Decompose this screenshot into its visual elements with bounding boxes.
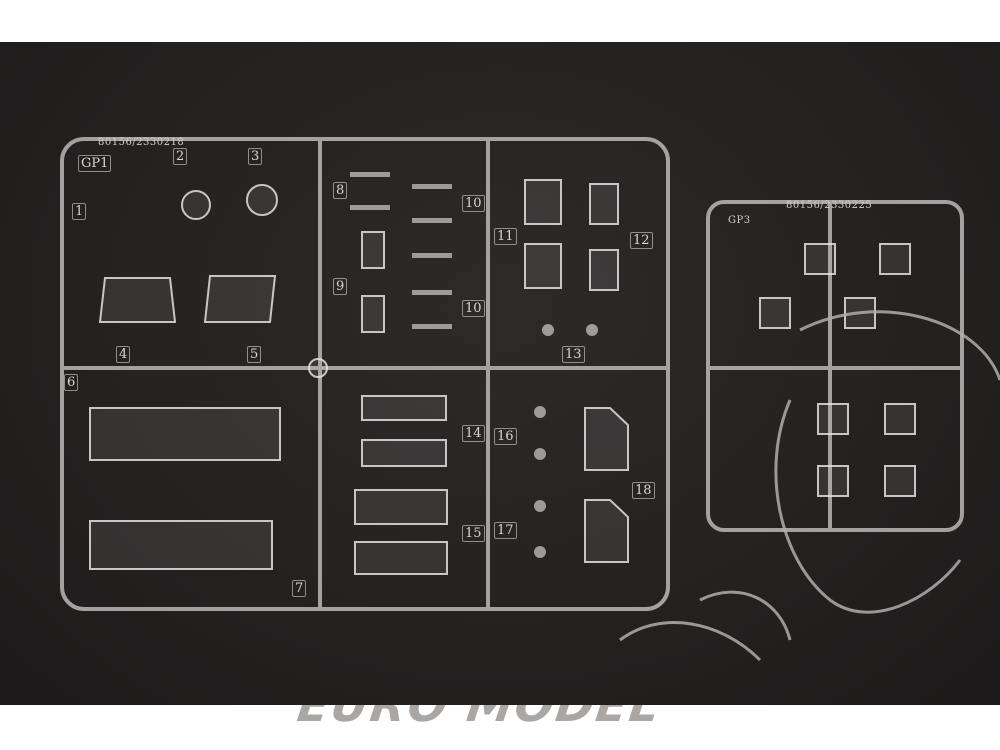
window-part [89, 520, 273, 570]
watermark-text: EURO MODEL [294, 705, 665, 732]
watermark-clip: EURO MODEL [0, 705, 1000, 750]
window-part [589, 183, 619, 225]
part-number: 9 [333, 278, 348, 295]
window-part [203, 275, 277, 323]
window-part [89, 407, 281, 461]
window-part [524, 179, 562, 225]
window-part [584, 499, 629, 563]
cartoon-watermark [619, 310, 1000, 662]
part-number: 14 [462, 425, 485, 442]
window-part [354, 541, 448, 575]
photo-background [0, 42, 1000, 705]
lens-part [181, 190, 211, 220]
part-number: 13 [562, 346, 585, 363]
window-part [98, 277, 177, 323]
part-number: 5 [247, 346, 262, 363]
part-number: 15 [462, 525, 485, 542]
part-number: 6 [64, 374, 79, 391]
window-part [584, 407, 629, 471]
lens-part [246, 184, 278, 216]
part-number: 4 [116, 346, 131, 363]
part-number: 16 [494, 428, 517, 445]
part-number: 7 [292, 580, 307, 597]
part-number: 10 [462, 195, 485, 212]
part-number: 1 [72, 203, 87, 220]
window-part [361, 439, 447, 467]
part-number: 12 [630, 232, 653, 249]
part-number: 18 [632, 482, 655, 499]
right-sprue-id: GP3 [728, 215, 751, 226]
left-sprue-code: 80156/2330218 [98, 137, 185, 148]
part-number: 8 [333, 182, 348, 199]
part-number: 17 [494, 522, 517, 539]
right-sprue-code: 80156/2330225 [786, 200, 873, 211]
window-part [589, 249, 619, 291]
left-sprue-id: GP1 [78, 155, 112, 172]
window-part [361, 395, 447, 421]
part-number: 2 [173, 148, 188, 165]
window-part [524, 243, 562, 289]
part-number: 11 [494, 228, 517, 245]
left-sprue-frame [60, 137, 670, 611]
window-part [354, 489, 448, 525]
part-number: 3 [248, 148, 263, 165]
part-number: 10 [462, 300, 485, 317]
